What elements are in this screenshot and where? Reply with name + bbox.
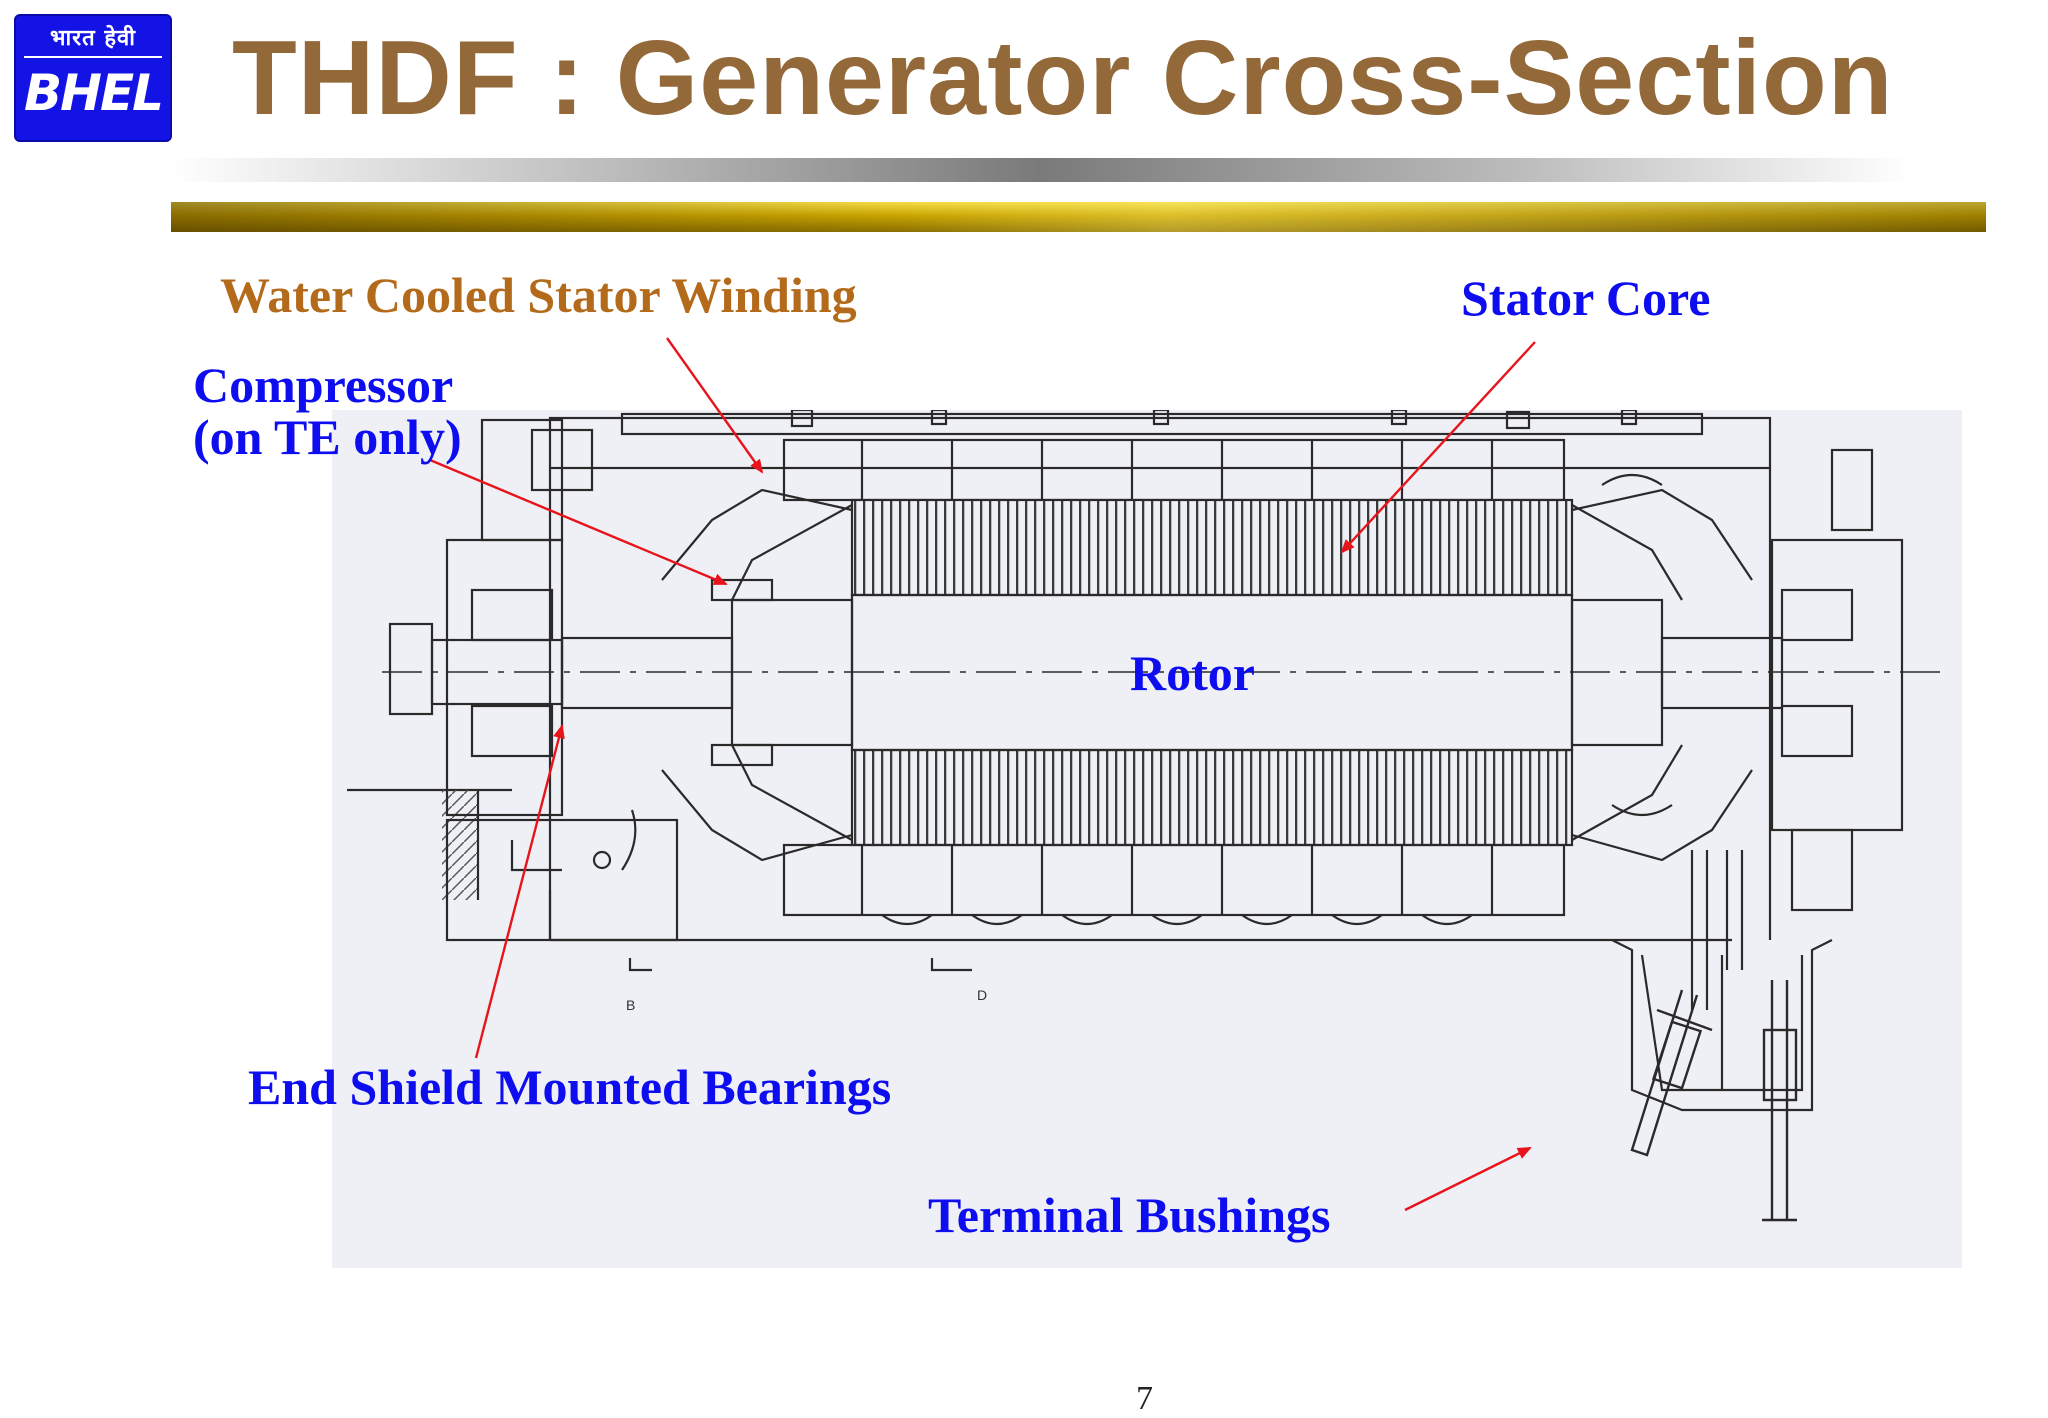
label-stator-core: Stator Core: [1461, 270, 1711, 326]
label-compressor: Compressor: [193, 357, 454, 413]
label-end-shield-bearings: End Shield Mounted Bearings: [248, 1059, 892, 1115]
section-mark-d: D: [977, 987, 987, 1003]
logo-bhel-text: BHEL: [24, 64, 164, 122]
section-mark-b: B: [626, 997, 635, 1013]
gold-divider-bar: [171, 202, 1986, 232]
page-number: 7: [1136, 1380, 1153, 1417]
label-terminal-bushings: Terminal Bushings: [928, 1187, 1331, 1243]
slide-title: THDF : Generator Cross-Section: [232, 19, 1894, 137]
label-water-cooled-stator-winding: Water Cooled Stator Winding: [220, 267, 857, 323]
title-shadow-divider: [170, 158, 1910, 182]
logo-devanagari-text: भारत हेवी: [24, 22, 162, 58]
generator-cross-section-drawing: B D: [332, 408, 1962, 1268]
cross-section-svg: B D: [347, 408, 1947, 1222]
label-compressor-note: (on TE only): [193, 409, 462, 465]
label-rotor: Rotor: [1130, 645, 1255, 701]
bhel-logo: भारत हेवी BHEL: [14, 14, 172, 142]
